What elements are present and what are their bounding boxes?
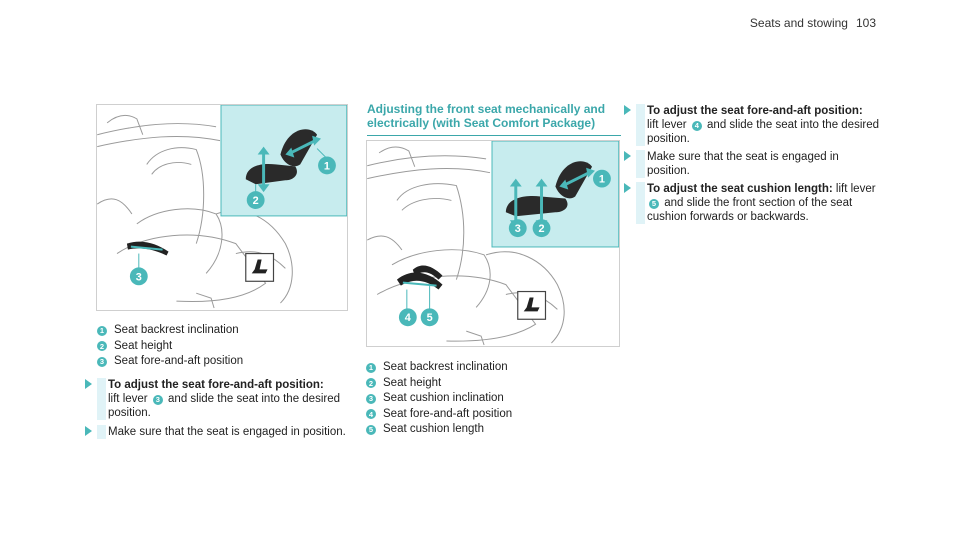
legend-item: 1 Seat backrest inclination [97,323,243,339]
callout-2: 2 [532,219,551,238]
callout-3: 3 [508,219,527,238]
legend-text: Seat fore-and-aft position [114,355,244,367]
svg-text:1: 1 [599,174,605,186]
seat-illustration-manual: 1 2 3 [96,104,348,311]
number-badge: 3 [366,393,376,404]
callout-4: 4 [398,308,417,327]
seat-illustration-electric: 1 3 2 4 5 [366,140,620,347]
legend-item: 1 Seat backrest inclination [366,360,512,376]
instruction-step: Make sure that the seat is engaged in po… [624,150,884,178]
svg-text:3: 3 [515,223,521,235]
callout-1: 1 [318,156,336,175]
svg-text:3: 3 [136,271,142,283]
section-title: Adjusting the front seat mechanically an… [367,102,621,136]
legend-text: Seat height [114,339,173,352]
number-badge: 4 [691,121,702,131]
number-badge: 5 [366,424,376,435]
number-badge: 4 [366,409,376,420]
page-header: Seats and stowing 103 [750,16,876,30]
callout-3: 3 [129,267,148,286]
number-badge: 1 [97,325,107,336]
legend-item: 2 Seat height [97,339,243,355]
step-lead: To adjust the seat fore-and-aft position… [647,105,863,117]
legend-text: Seat backrest inclination [383,361,508,373]
seat-levers [396,265,443,310]
step-arrow-icon [624,105,631,115]
seat-control-icon [517,290,547,320]
svg-text:5: 5 [427,312,433,324]
number-badge: 1 [366,362,376,373]
seat-switch-detail [245,129,328,193]
page-number: 103 [855,16,876,30]
number-badge: 3 [152,395,163,405]
legend-item: 4 Seat fore-and-aft position [366,407,512,423]
seat-drawing-manual: 1 2 3 [97,105,347,309]
legend-text: Seat fore-and-aft position [383,407,513,420]
step-text: Make sure that the seat is engaged in po… [647,151,839,177]
step-arrow-icon [85,426,92,436]
instruction-step: To adjust the seat fore-and-aft position… [624,104,884,146]
legend-item: 5 Seat cushion length [366,422,512,438]
number-badge: 5 [649,199,659,209]
section-name: Seats and stowing [749,16,848,30]
legend-text: Seat cushion inclination [383,392,504,404]
instruction-step: Make sure that the seat is engaged in po… [85,425,347,439]
instruction-step: To adjust the seat cushion length: lift … [624,182,884,224]
legend-text: Seat cushion length [383,423,485,435]
legend-item: 3 Seat fore-and-aft position [97,354,243,370]
step-lead: To adjust the seat fore-and-aft position… [108,379,324,391]
number-badge: 2 [97,341,107,352]
step-lead: To adjust the seat cushion length: [647,183,833,195]
seat-drawing-electric: 1 3 2 4 5 [367,141,619,346]
svg-text:4: 4 [405,312,411,324]
callout-5: 5 [420,308,439,327]
legend-item: 2 Seat height [366,376,512,392]
callout-1: 1 [593,169,611,188]
step-arrow-icon [85,379,92,389]
legend-item: 3 Seat cushion inclination [366,391,512,407]
callout-2: 2 [246,191,265,209]
svg-text:1: 1 [324,160,330,172]
step-text: Make sure that the seat is engaged in po… [108,426,346,438]
number-badge: 2 [366,378,376,389]
legend-text: Seat backrest inclination [114,324,239,336]
step-arrow-icon [624,151,631,161]
instruction-step: To adjust the seat fore-and-aft position… [85,378,347,420]
step-arrow-icon [624,183,631,193]
number-badge: 3 [97,356,107,367]
svg-text:2: 2 [538,223,544,235]
fore-aft-lever [126,241,169,269]
svg-text:2: 2 [253,195,259,207]
seat-control-icon [245,252,275,282]
legend-text: Seat height [383,376,442,389]
